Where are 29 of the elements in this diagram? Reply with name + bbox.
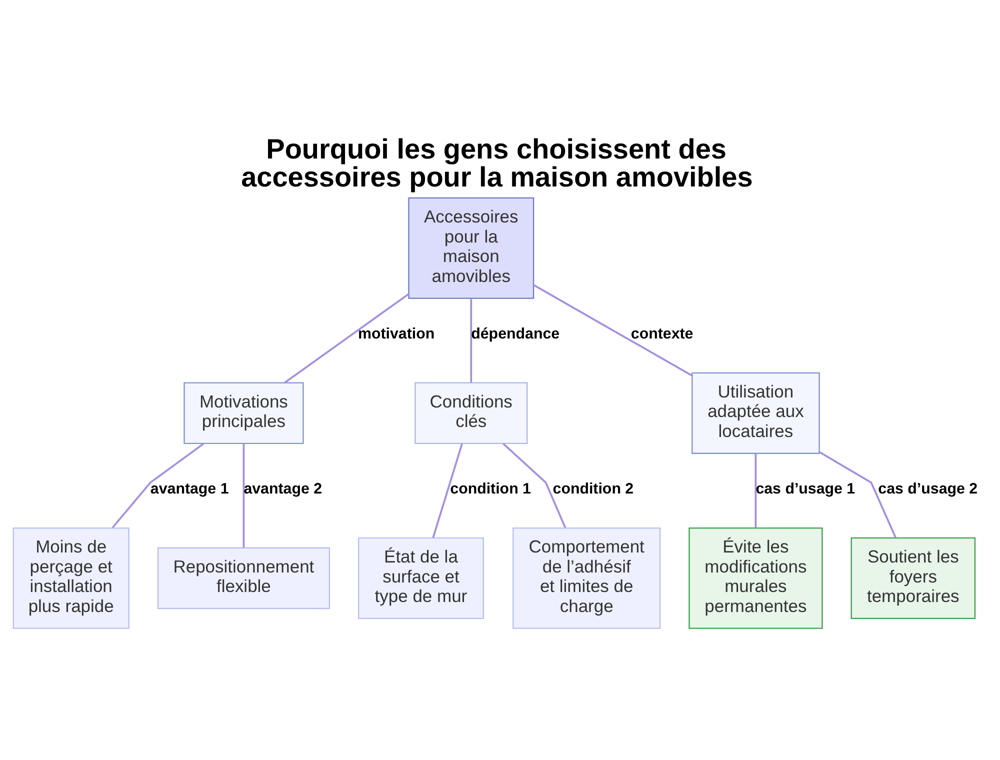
- node-box: État de la surface et type de mur: [358, 536, 484, 618]
- edge-label: avantage 2: [244, 480, 322, 498]
- node-box: Moins de perçage et installation plus rapide: [12, 526, 130, 628]
- node-box: Motivations principales: [184, 382, 304, 444]
- node-box: Soutient les foyers temporaires: [850, 536, 976, 618]
- edge-label: contexte: [630, 324, 694, 342]
- connector: [470, 298, 472, 382]
- edge-label: avantage 1: [150, 480, 229, 498]
- edge-label: condition 2: [552, 480, 634, 498]
- connector: [533, 284, 692, 376]
- connector: [819, 450, 896, 538]
- node-box: Évite les modifications murales permanentes: [688, 526, 823, 628]
- connector: [112, 442, 204, 528]
- connector: [432, 443, 463, 538]
- edge-label: condition 1: [450, 480, 531, 498]
- connector: [502, 442, 566, 528]
- node-box: Conditions clés: [414, 382, 528, 444]
- node-box: Utilisation adaptée aux locataires: [692, 372, 820, 454]
- node-box: Comportement de l’adhésif et limites de charge: [512, 526, 661, 628]
- edge-label: cas d’usage 2: [878, 480, 978, 498]
- edge-label: motivation: [358, 324, 435, 342]
- diagram-title: Pourquoi les gens choisissent des accessoires pour la maison amovibles: [241, 133, 753, 192]
- edge-label: dépendance: [471, 324, 560, 342]
- connector: [242, 443, 245, 548]
- edge-label: cas d’usage 1: [756, 480, 856, 498]
- node-box: Repositionnement flexible: [157, 546, 330, 609]
- connector: [754, 453, 757, 528]
- connector: [284, 292, 410, 384]
- node-box: Accessoires pour la maison amovibles: [408, 196, 534, 298]
